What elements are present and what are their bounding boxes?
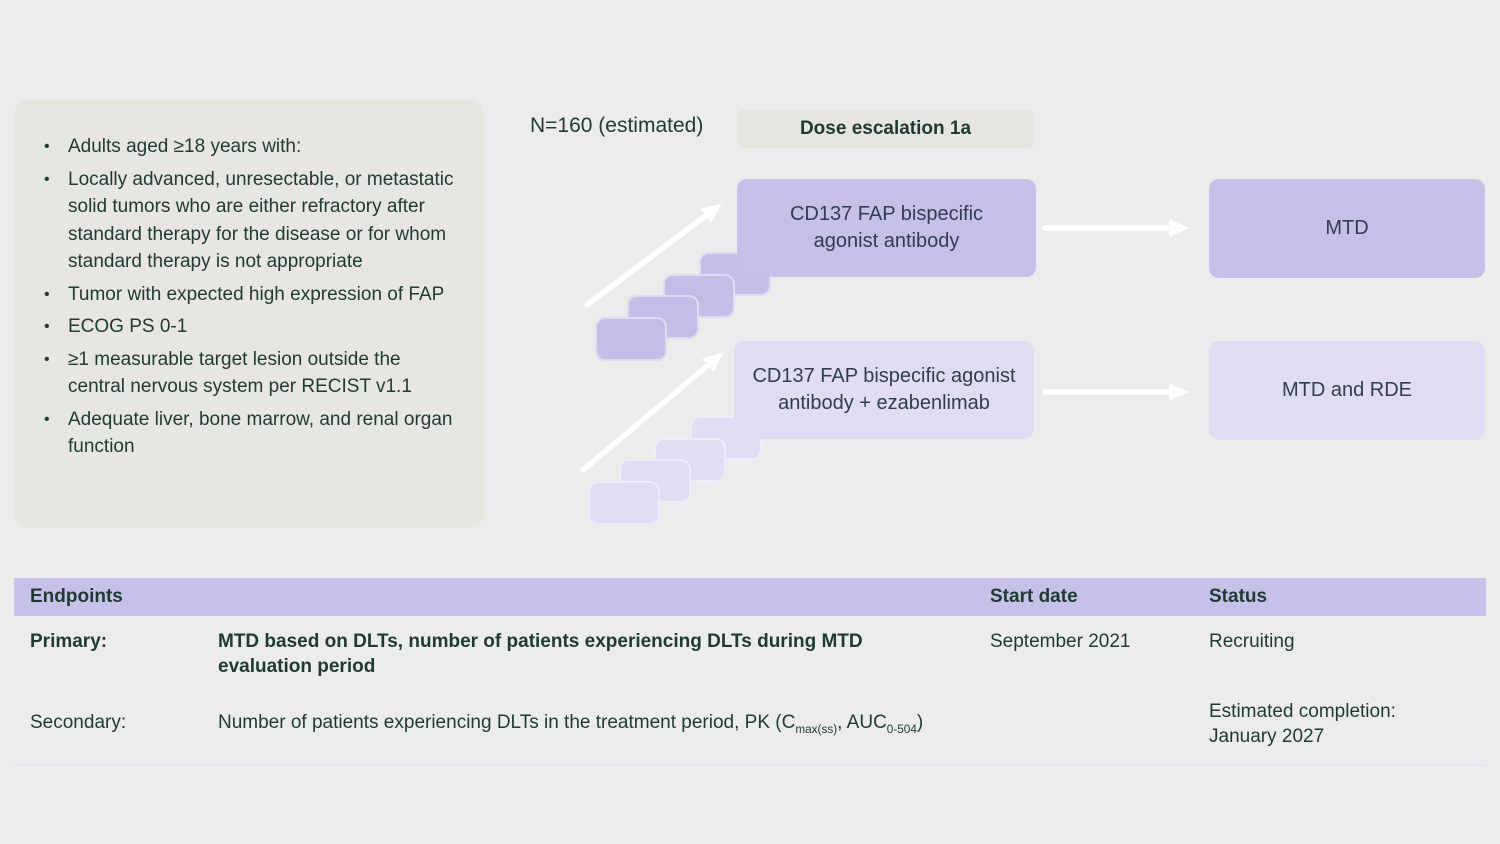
table-header-row: Endpoints Start date Status bbox=[14, 578, 1486, 616]
status-value: Estimated completion: January 2027 bbox=[1209, 699, 1486, 749]
description-text: Number of patients experiencing DLTs in … bbox=[218, 712, 796, 733]
table-row: Secondary: Number of patients experienci… bbox=[14, 699, 1486, 749]
escalation-arrow-icon bbox=[584, 203, 722, 308]
status-line: Estimated completion: bbox=[1209, 701, 1396, 722]
start-date-value: September 2021 bbox=[990, 631, 1131, 652]
bullet-icon: • bbox=[44, 170, 50, 188]
header-endpoints: Endpoints bbox=[30, 586, 123, 607]
bullet-icon: • bbox=[44, 138, 50, 155]
treatment-text: CD137 FAP bispecific agonist bbox=[752, 365, 1016, 387]
subscript-text: 0-504 bbox=[886, 722, 917, 736]
escalation-arrow-icon bbox=[580, 352, 724, 473]
table-row: Primary: MTD based on DLTs, number of pa… bbox=[14, 629, 1486, 679]
outcome-box-mtd: MTD bbox=[1209, 179, 1485, 278]
dose-step bbox=[588, 481, 660, 525]
endpoint-type-label: Primary: bbox=[30, 631, 108, 652]
sample-size-label: N=160 (estimated) bbox=[530, 114, 704, 137]
status-line: January 2027 bbox=[1209, 726, 1325, 747]
eligibility-item-text: ECOG PS 0-1 bbox=[68, 316, 188, 337]
eligibility-item-text: Adults aged ≥18 years with: bbox=[68, 136, 302, 157]
endpoints-table: Endpoints Start date Status Primary: MTD… bbox=[14, 578, 1486, 766]
description-line: MTD based on DLTs, number of patients ex… bbox=[218, 631, 863, 652]
outcome-box-mtd-rde: MTD and RDE bbox=[1209, 341, 1485, 440]
description-text: ) bbox=[916, 712, 924, 733]
header-status: Status bbox=[1209, 586, 1268, 607]
dose-step bbox=[595, 317, 667, 361]
list-item: • Locally advanced, unresectable, or met… bbox=[44, 166, 460, 276]
eligibility-item-text: Tumor with expected high expression of F… bbox=[68, 283, 445, 305]
description-text: , AUC bbox=[837, 712, 887, 733]
description-line: evaluation period bbox=[218, 656, 376, 677]
endpoint-type-label: Secondary: bbox=[30, 712, 127, 733]
subscript-text: max(ss) bbox=[795, 722, 838, 736]
eligibility-criteria-panel: • Adults aged ≥18 years with: • Locally … bbox=[14, 100, 484, 528]
list-item: • Tumor with expected high expression of… bbox=[44, 281, 460, 309]
eligibility-item-text: ≥1 measurable target lesion outside the … bbox=[68, 348, 412, 398]
list-item: • ≥1 measurable target lesion outside th… bbox=[44, 346, 460, 401]
header-start-date: Start date bbox=[990, 586, 1078, 607]
eligibility-item-text: Locally advanced, unresectable, or metas… bbox=[68, 168, 454, 273]
eligibility-item-text: Adequate liver, bone marrow, and renal o… bbox=[68, 408, 453, 458]
list-item: • ECOG PS 0-1 bbox=[44, 313, 460, 341]
bullet-icon: • bbox=[44, 318, 50, 335]
treatment-box-monotherapy: CD137 FAP bispecific agonist antibody bbox=[737, 179, 1036, 277]
bullet-icon: • bbox=[44, 285, 50, 303]
connector-arrow-icon bbox=[1042, 383, 1189, 401]
endpoint-description: MTD based on DLTs, number of patients ex… bbox=[218, 629, 990, 679]
outcome-text: MTD and RDE bbox=[1281, 379, 1413, 401]
outcome-text: MTD bbox=[1325, 217, 1369, 239]
list-item: • Adults aged ≥18 years with: bbox=[44, 133, 460, 161]
eligibility-list: • Adults aged ≥18 years with: • Locally … bbox=[14, 100, 484, 461]
phase-label: Dose escalation 1a bbox=[737, 110, 1034, 148]
bullet-icon: • bbox=[44, 410, 50, 428]
connector-arrow-icon bbox=[1042, 219, 1189, 237]
treatment-text: CD137 FAP bispecific bbox=[789, 203, 984, 225]
treatment-text: antibody + ezabenlimab bbox=[778, 392, 990, 414]
endpoint-description: Number of patients experiencing DLTs in … bbox=[218, 699, 990, 749]
treatment-text: agonist antibody bbox=[813, 230, 960, 252]
bullet-icon: • bbox=[44, 350, 50, 368]
treatment-box-combination: CD137 FAP bispecific agonist antibody + … bbox=[734, 341, 1034, 439]
start-date-value bbox=[990, 699, 1209, 749]
table-bottom-divider bbox=[14, 764, 1486, 766]
list-item: • Adequate liver, bone marrow, and renal… bbox=[44, 406, 460, 461]
status-value: Recruiting bbox=[1209, 631, 1295, 652]
